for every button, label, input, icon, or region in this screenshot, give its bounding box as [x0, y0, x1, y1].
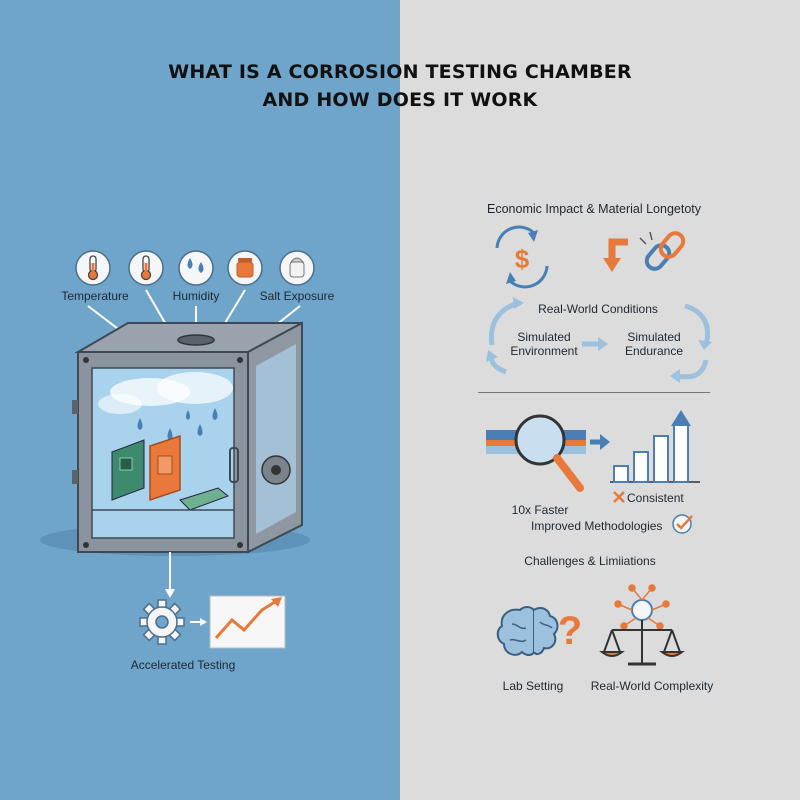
salt-factor-icon-group: [227, 250, 263, 286]
title-line-1: WHAT IS A CORROSION TESTING CHAMBER: [168, 61, 632, 83]
right-panel-background: [400, 0, 800, 800]
check-circle-icon: [672, 514, 693, 534]
simulated-environment-label: Simulated Environment: [510, 330, 578, 358]
real-world-complexity-label: Real-World Complexity: [590, 679, 714, 693]
accelerated-testing-label: Accelerated Testing: [130, 658, 236, 672]
section-divider: [478, 392, 710, 393]
gear-icon: [139, 599, 185, 645]
trend-chart-icon: [209, 595, 286, 649]
factor-label-humidity: Humidity: [172, 289, 220, 303]
factor-label-temperature: Temperature: [61, 289, 129, 303]
corrosion-chamber: [72, 321, 303, 554]
factor-label-salt-exposure: Salt Exposure: [259, 289, 335, 303]
salt-shaker-icon: [289, 257, 305, 278]
ten-times-faster-label: 10x Faster: [511, 503, 569, 517]
lab-setting-label: Lab Setting: [502, 679, 564, 693]
page-title: WHAT IS A CORROSION TESTING CHAMBER AND …: [100, 58, 700, 114]
network-icon: [614, 584, 670, 630]
title-line-2: AND HOW DOES IT WORK: [262, 89, 538, 111]
metal-plate-sample: [149, 434, 181, 502]
improved-methodologies-label: Improved Methodologies: [531, 519, 663, 533]
water-drops-icon: [187, 258, 204, 273]
magnifier-icon: [514, 414, 584, 492]
challenges-heading: Challenges & Limiiations: [524, 554, 656, 568]
brain-icon: [496, 606, 559, 656]
consistent-label: Consistent: [627, 491, 684, 505]
economic-impact-heading: Economic Impact & Material Longetoty: [487, 202, 701, 216]
thermometer-icon: [87, 255, 99, 281]
question-mark-icon: ?: [558, 609, 582, 653]
humidity-factor-icon-group: [178, 250, 214, 286]
svg-text:$: $: [515, 244, 530, 274]
broken-chain-icon: [639, 231, 686, 271]
cycle-title: Real-World Conditions: [538, 302, 658, 316]
dollar-cycle-icon: $: [495, 225, 549, 289]
bar-chart-icon: [610, 410, 700, 483]
salt-factor-icon-group-2: [279, 250, 315, 286]
x-mark-icon: [613, 491, 625, 503]
temperature-factor-icon-group-2: [128, 250, 164, 286]
down-arrow-icon: [603, 238, 628, 272]
simulated-endurance-label: Simulated Endurance: [624, 330, 684, 358]
thermometer-icon: [140, 255, 152, 281]
circuit-board-sample: [111, 439, 145, 501]
jar-icon: [236, 258, 254, 278]
temperature-factor-icon-group: [75, 250, 111, 286]
balance-scale-icon: [599, 620, 685, 666]
